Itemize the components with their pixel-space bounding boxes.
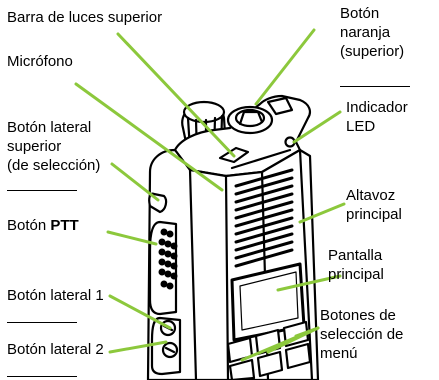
label-led-indicator-line1: Indicador (346, 99, 408, 116)
leader-lines (74, 28, 346, 362)
label-orange-button-line2: naranja (340, 24, 391, 41)
label-top-side-button-line1: Botón lateral (7, 119, 92, 136)
separator-line (340, 86, 410, 87)
label-side-button-2: Botón lateral 2 (7, 341, 104, 358)
label-top-side-button-line2: superior (7, 138, 62, 155)
separator-line (7, 376, 77, 377)
radio-top (173, 94, 311, 178)
label-top-side-button-line3: (de selección) (7, 157, 101, 174)
label-ptt-button: Botón PTT (7, 217, 79, 234)
label-main-display-line1: Pantalla (328, 247, 383, 264)
radio-body (146, 148, 320, 380)
label-main-display-line2: principal (328, 266, 384, 283)
label-side-button-1: Botón lateral 1 (7, 287, 104, 304)
label-main-speaker-line1: Altavoz (346, 187, 396, 204)
label-microphone: Micrófono (7, 53, 73, 70)
label-orange-button-line3: (superior) (340, 43, 405, 60)
label-led-indicator-line2: LED (346, 118, 376, 135)
label-menu-buttons-line3: menú (320, 345, 358, 362)
separator-line (7, 190, 77, 191)
label-top-light-bar: Barra de luces superior (7, 9, 163, 26)
separator-line (7, 322, 77, 323)
label-main-speaker-line2: principal (346, 206, 402, 223)
label-menu-buttons-line1: Botones de (320, 307, 396, 324)
label-orange-button-line1: Botón (340, 5, 380, 22)
label-menu-buttons-line2: selección de (320, 326, 404, 343)
